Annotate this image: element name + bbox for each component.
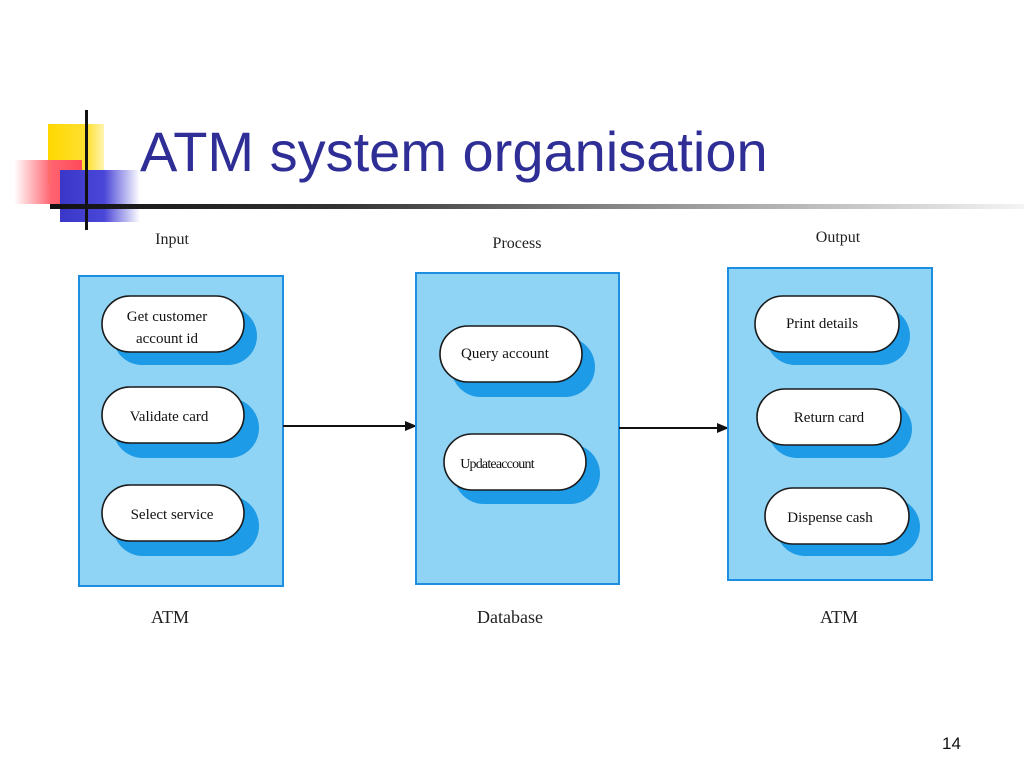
process-item: Get customer account id [101,295,257,365]
deco-vertical-line [85,110,88,230]
stage-header-output: Output [816,229,861,246]
process-item: Validate card [101,386,259,458]
process-item-label: Updateaccount [460,457,534,472]
title-underline [50,204,1024,209]
process-item-label: Get customer [127,309,207,325]
process-item-label: Validate card [130,409,209,425]
stage-output: Output Print details Return card Dispens… [727,229,933,627]
process-item-label: Query account [461,346,550,362]
stage-footer-input: ATM [151,607,189,627]
process-item: Print details [754,295,910,365]
stage-header-input: Input [155,231,189,248]
page-title: ATM system organisation [140,120,768,183]
process-item-label: Return card [794,410,865,426]
stage-input: Input Get customer account id Validate c… [78,231,284,627]
process-item-label: account id [136,331,199,347]
process-item: Dispense cash [764,487,920,556]
process-item: Select service [101,484,259,556]
process-item: Return card [756,388,912,458]
stage-panel-process [415,272,620,585]
process-item-label: Print details [786,316,858,332]
slide-number: 14 [942,734,961,753]
process-item: Updateaccount [443,433,600,504]
process-item: Query account [439,325,595,397]
process-item-label: Dispense cash [787,510,873,526]
stage-footer-process: Database [477,607,543,627]
stage-footer-output: ATM [820,607,858,627]
deco-blue-square [60,170,140,222]
stage-process: Process Query account Updateaccount Data… [415,235,620,627]
stage-header-process: Process [493,235,542,252]
process-item-label: Select service [131,507,214,523]
